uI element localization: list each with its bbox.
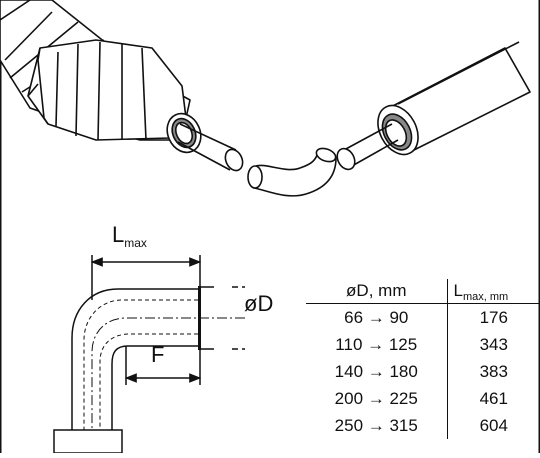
diameter-label: øD (244, 291, 274, 316)
spec-table: øD, mm Lmax, mm 66 → 90 176 110 → 125 34… (306, 279, 540, 439)
table-row: 110 → 125 343 (306, 331, 540, 358)
elbow-fitting-illustration (247, 147, 337, 197)
f-label: F (151, 342, 165, 367)
lmax-label: Lmax (112, 222, 147, 250)
table-row: 66 → 90 176 (306, 303, 540, 331)
table-row: 200 → 225 461 (306, 385, 540, 412)
heat-gun-illustration (0, 0, 244, 172)
table-cell-diameter: 140 → 180 (306, 358, 448, 385)
table-cell-diameter: 66 → 90 (306, 303, 448, 331)
spec-table-header-row: øD, mm Lmax, mm (306, 279, 540, 304)
elbow-dimension-drawing (53, 255, 245, 454)
spec-table-header-lmax-subscript: max, mm (463, 291, 509, 303)
table-cell-lmax: 383 (479, 361, 508, 381)
insulated-pipe-illustration (336, 41, 531, 171)
spec-table-header-diameter: øD, mm (306, 279, 448, 304)
table-row: 140 → 180 383 (306, 358, 540, 385)
lmax-label-main: L (112, 222, 125, 247)
table-cell-lmax: 604 (479, 415, 508, 435)
spec-table-header-lmax: Lmax, mm (447, 279, 540, 304)
spec-table-header-lmax-main: L (453, 281, 463, 300)
table-cell-lmax: 176 (479, 307, 508, 327)
table-cell-diameter: 200 → 225 (306, 385, 448, 412)
table-cell-lmax: 343 (479, 334, 508, 354)
table-cell-diameter: 250 → 315 (306, 412, 448, 439)
lmax-label-subscript: max (124, 236, 147, 250)
table-cell-diameter: 110 → 125 (306, 331, 448, 358)
table-cell-lmax: 461 (479, 388, 508, 408)
table-row: 250 → 315 604 (306, 412, 540, 439)
